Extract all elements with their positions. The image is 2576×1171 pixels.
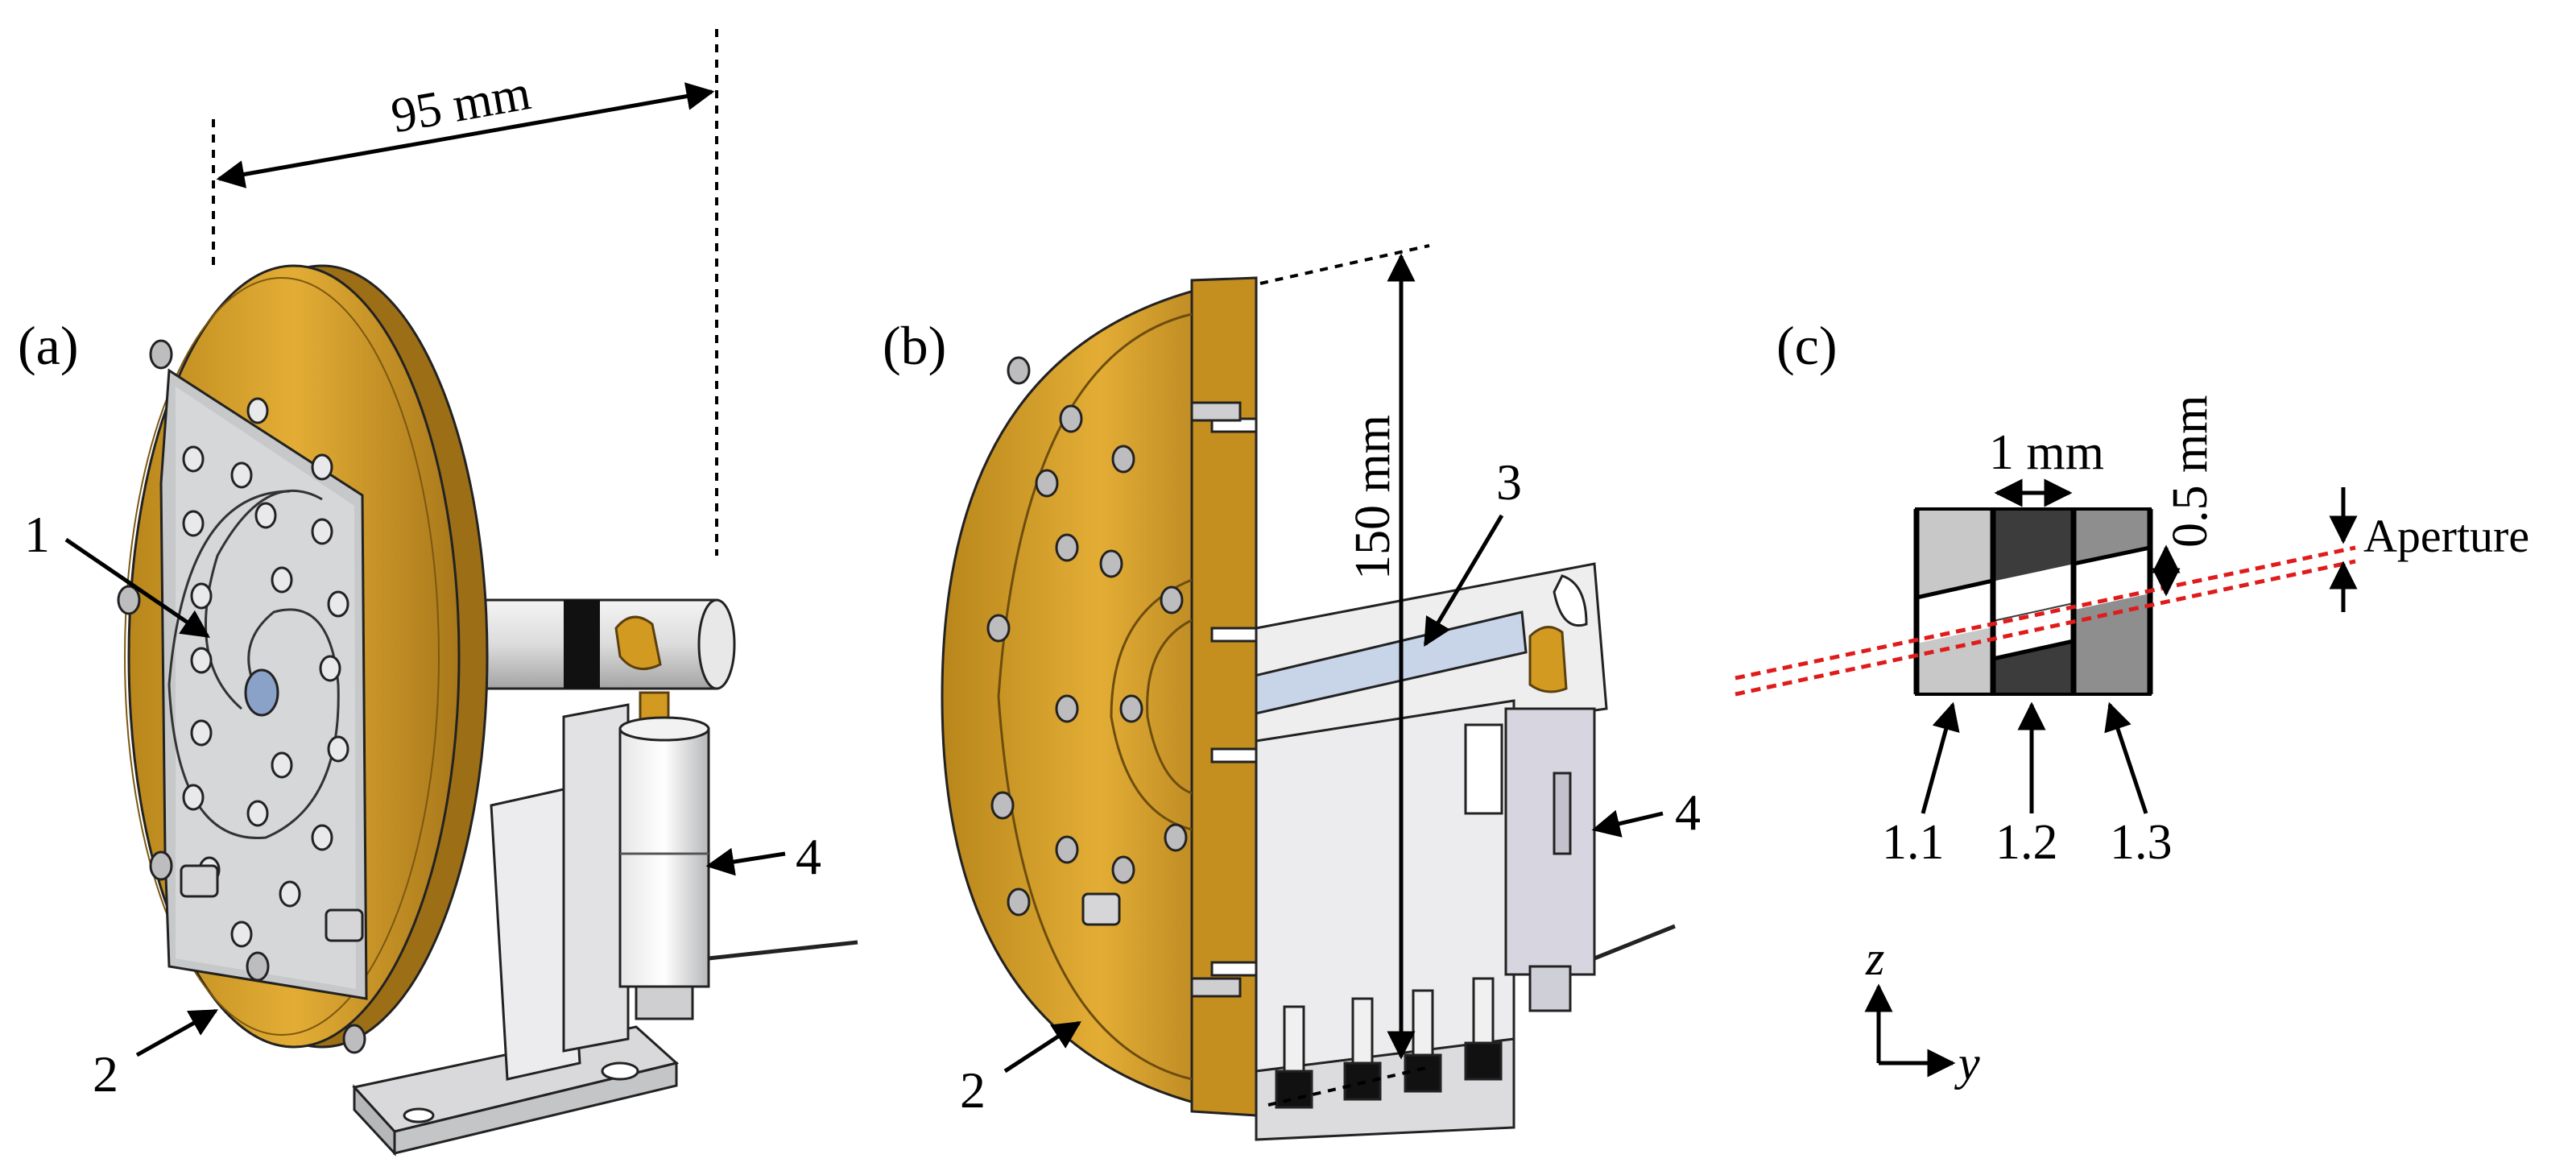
z-axis-label: z	[1865, 932, 1884, 985]
dimension-label: 95 mm	[387, 65, 535, 143]
panel-a: (a) 95 mm	[18, 29, 858, 1157]
horizontal-tube	[473, 598, 736, 726]
center-hub	[244, 668, 279, 717]
dimension-0-5mm: 0.5 mm	[2152, 395, 2218, 597]
vertical-tube	[618, 716, 858, 1020]
half-brass-flange	[941, 276, 1258, 1117]
aperture-stack	[1913, 507, 2153, 696]
aperture-label: Aperture	[2363, 510, 2529, 562]
part-1-1-label: 1.1	[1882, 815, 1945, 870]
callout-4-arrow	[1591, 809, 1664, 838]
coordinate-axes: z y	[1864, 932, 1980, 1090]
flange-screws	[986, 356, 1188, 917]
callout-2-arrow	[135, 1008, 219, 1057]
callout-4-label: 4	[796, 828, 821, 885]
callout-1-arrow	[64, 537, 210, 639]
dimension-150mm: 150 mm	[1259, 244, 1430, 1107]
callout-1-label: 1	[24, 506, 50, 563]
callout-1: 1	[24, 506, 210, 639]
wire	[708, 940, 858, 961]
panel-b: (b)	[883, 244, 1701, 1141]
panel-c: (c) 1 mm 0	[1735, 315, 2529, 1090]
aperture-marker: Aperture	[2329, 487, 2529, 612]
callout-4-label: 4	[1675, 784, 1701, 841]
dimension-extension-line-bottom	[1267, 1065, 1430, 1107]
y-axis-label: y	[1954, 1037, 1980, 1090]
aperture-slot	[1916, 548, 2150, 643]
callout-3: 3	[1423, 453, 1522, 648]
height-label: 0.5 mm	[2163, 395, 2218, 548]
callout-4-b: 4	[1591, 784, 1701, 841]
brass-flange	[117, 264, 489, 1054]
callout-4-a: 4	[705, 828, 821, 885]
callout-2-a: 2	[93, 1008, 219, 1103]
dimension-extension-line-top	[1259, 244, 1430, 285]
spiral-groove	[167, 490, 340, 839]
wire	[1594, 924, 1676, 961]
callout-2-label: 2	[93, 1045, 118, 1103]
aperture-beam	[1735, 545, 2356, 697]
panel-a-label: (a)	[18, 315, 78, 376]
part-1-2-label: 1.2	[1995, 815, 2058, 870]
width-label: 1 mm	[1989, 425, 2104, 480]
panel-c-label: (c)	[1776, 315, 1837, 376]
callout-4-arrow	[705, 847, 786, 876]
callout-2-label: 2	[960, 1061, 986, 1119]
callout-2-b: 2	[960, 1020, 1081, 1119]
mount-bracket	[352, 703, 680, 1157]
plate-screws	[182, 397, 349, 948]
callout-3-arrow	[1423, 514, 1504, 648]
part-callouts: 1.1 1.2 1.3	[1882, 701, 2173, 870]
panel-b-label: (b)	[883, 315, 946, 376]
rim-screws	[117, 339, 366, 1054]
callout-2-arrow	[1003, 1020, 1081, 1074]
callout-3-label: 3	[1496, 453, 1522, 511]
part-1-3-label: 1.3	[2110, 815, 2173, 870]
dimension-label: 150 mm	[1346, 415, 1400, 580]
dimension-arrow	[216, 82, 715, 188]
dimension-1mm: 1 mm	[1989, 425, 2104, 507]
